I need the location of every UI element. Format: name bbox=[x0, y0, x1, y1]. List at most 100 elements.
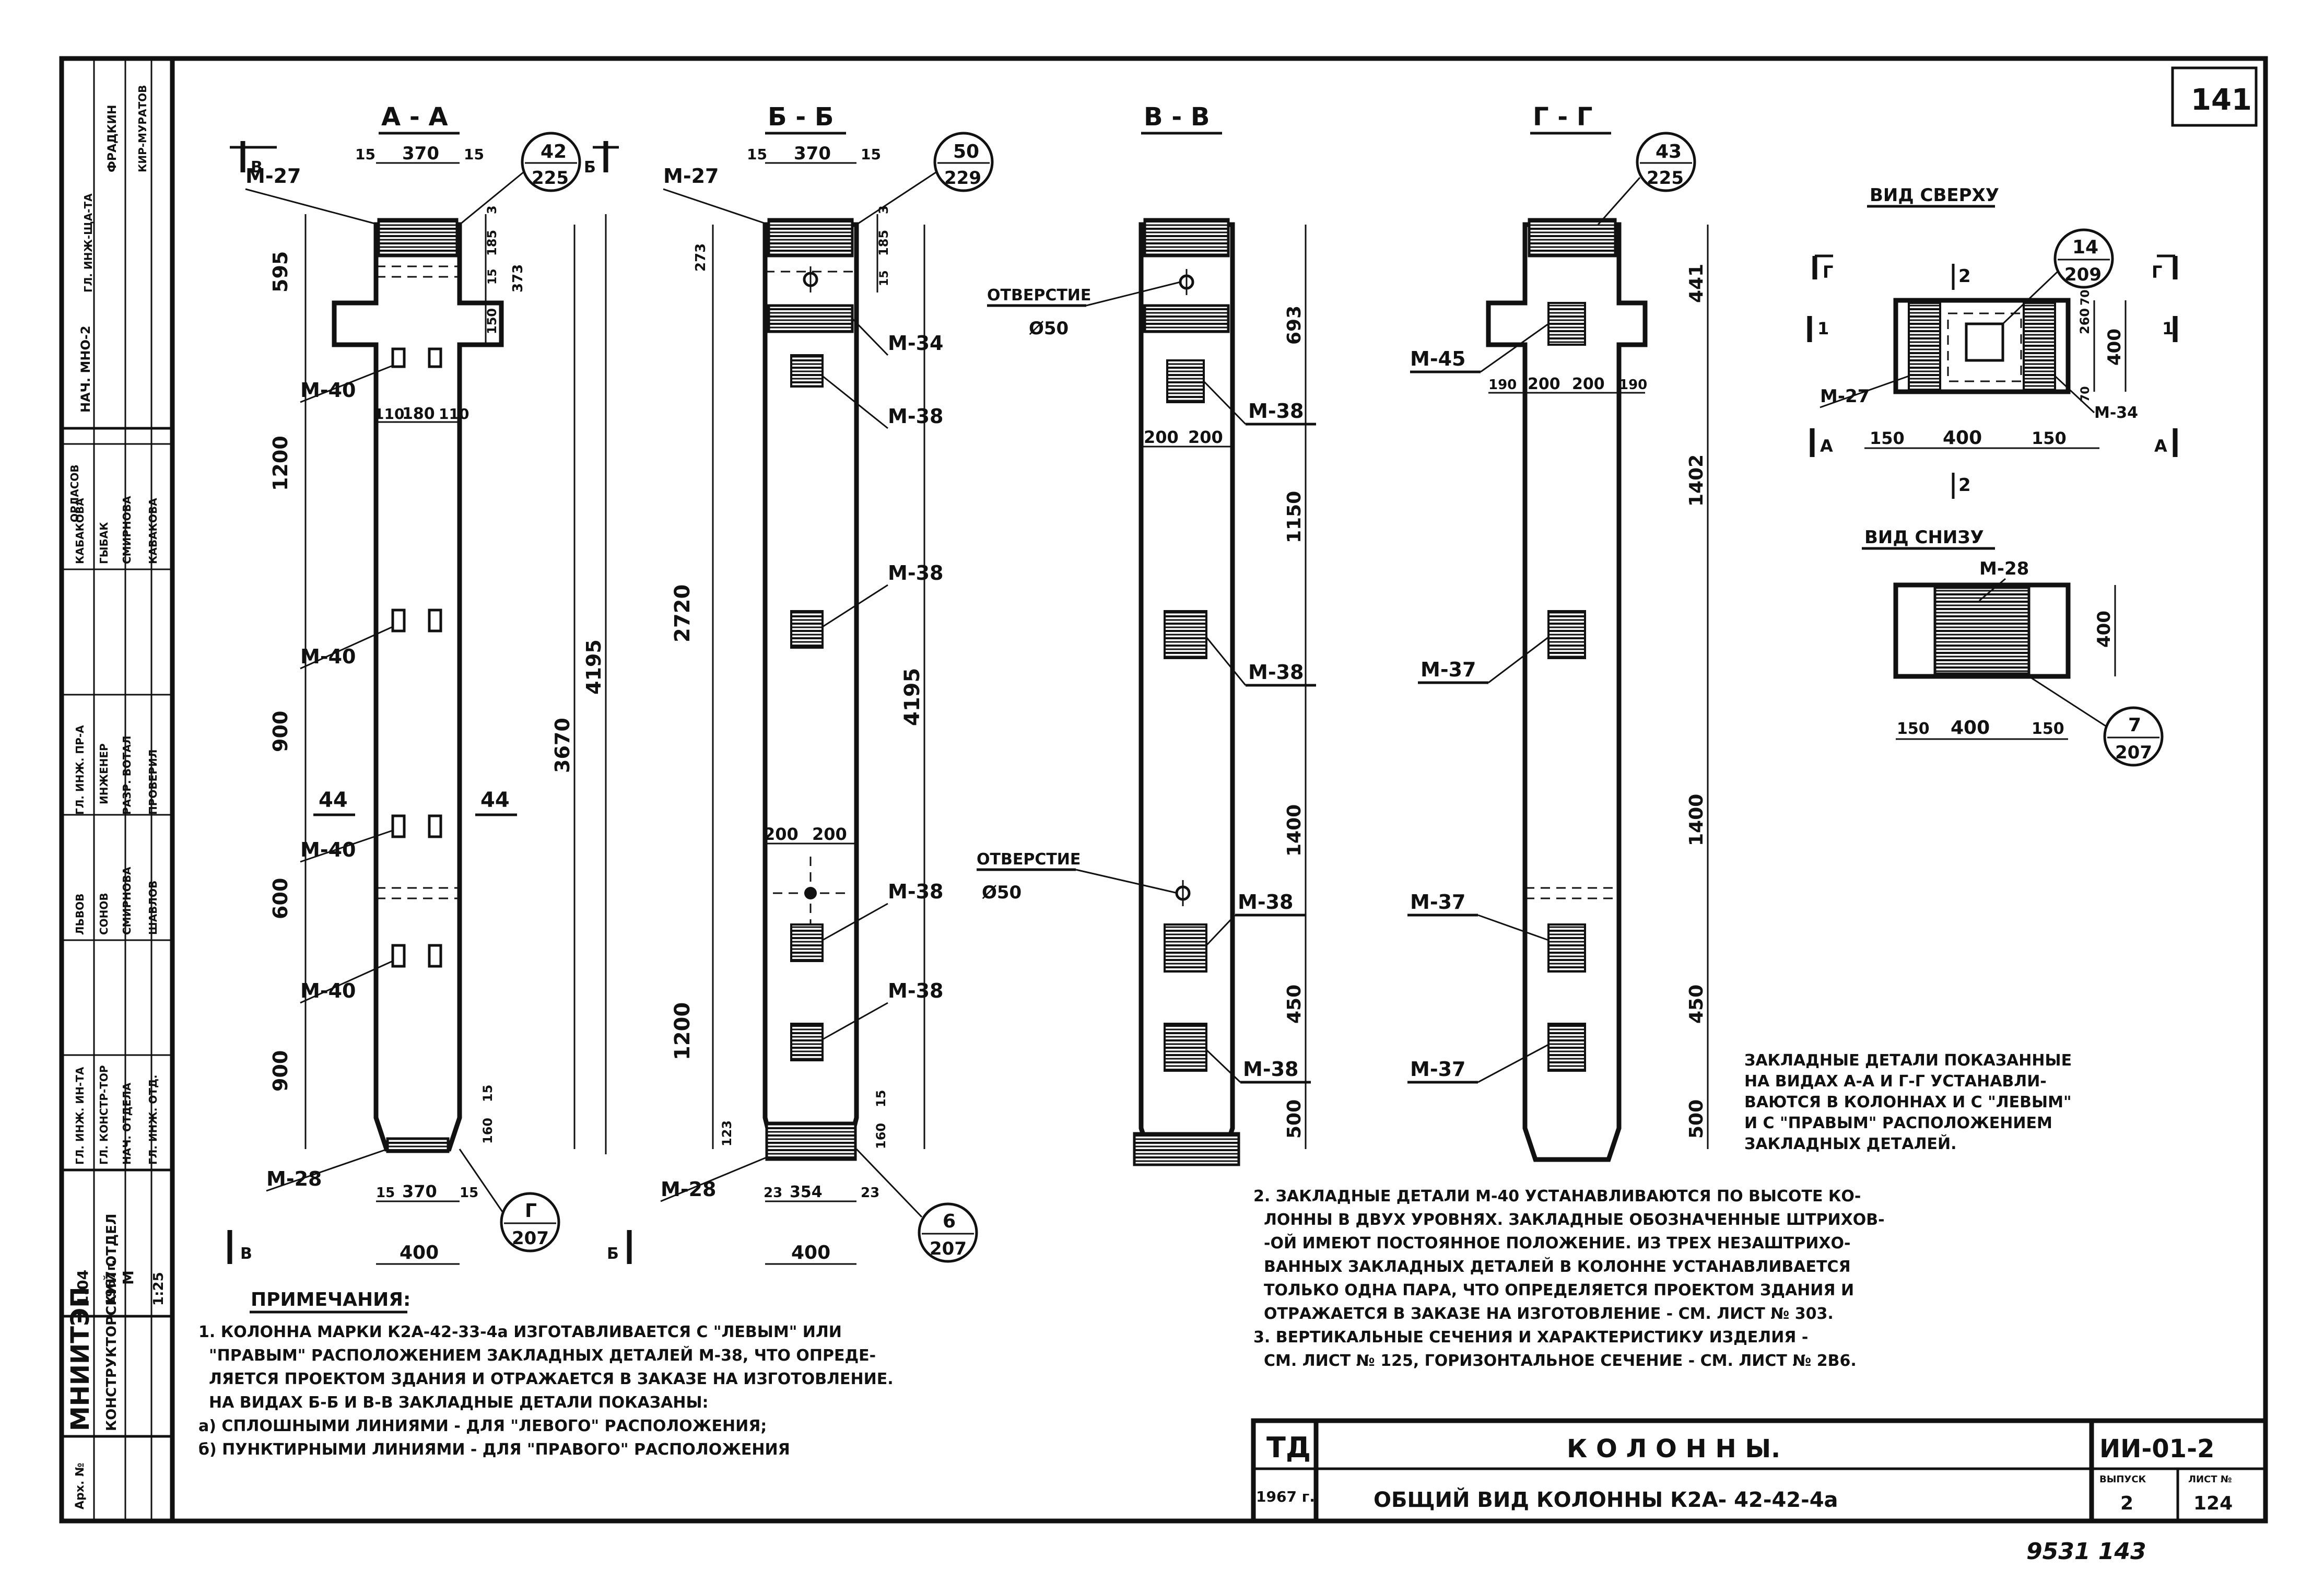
side-scale: 1:25 bbox=[151, 1272, 167, 1306]
side-role-1: НАЧ. МНО-2 bbox=[78, 325, 93, 413]
view-bottom-dim-v: 400 bbox=[2094, 611, 2115, 648]
view-top-cut-3: 1 bbox=[1817, 319, 1829, 338]
bb-dim-right-2: 3 bbox=[876, 205, 891, 214]
view-bottom-dim-h-3: 150 bbox=[2032, 720, 2064, 738]
side-sheet: Арх. № bbox=[74, 1463, 87, 1509]
gg-dim-width-4: 190 bbox=[1619, 377, 1647, 393]
view-top-dim-h-2: 400 bbox=[1943, 427, 1982, 449]
title-subtitle: ОБЩИЙ ВИД КОЛОННЫ К2А- 42-42-4а bbox=[1374, 1487, 1838, 1512]
side-scale-label: М bbox=[120, 1270, 137, 1285]
bb-dim-low-2: 15 bbox=[874, 1090, 888, 1107]
view-top-dim-v-1: 260 bbox=[2077, 308, 2092, 334]
title-list: 124 bbox=[2193, 1493, 2233, 1514]
gg-label-m37-3: М-37 bbox=[1410, 1058, 1465, 1081]
aa-dim-low-2: 15 bbox=[480, 1085, 495, 1102]
vv-dim-top-1: 200 bbox=[1144, 427, 1179, 447]
aa-dim-right-2: 3 bbox=[485, 205, 499, 214]
side-name-1: ФРАДКИН bbox=[106, 105, 119, 172]
side-stamp-block: МНИИТЭП КОНСТРУКТОРСКИЙ ОТДЕЛ 1.04 1967г… bbox=[60, 57, 174, 1523]
side-name-9: СМИРНОВА bbox=[121, 867, 133, 935]
view-top: ВИД СВЕРХУ Г Г 1 1 А А 2 2 14 209 260 70… bbox=[1807, 185, 2178, 499]
vv-hole1-dia: Ø50 bbox=[1029, 318, 1069, 339]
bb-dim-bottom-total: 400 bbox=[791, 1242, 830, 1263]
bb-dim-bottom-3: 23 bbox=[861, 1185, 879, 1201]
gg-dim-right-5: 500 bbox=[1686, 1099, 1707, 1139]
aa-dim-left-2: 1200 bbox=[269, 436, 292, 491]
section-aa-cut-left-bottom: В bbox=[240, 1245, 252, 1263]
note-b-line-1: 2. ЗАКЛАДНЫЕ ДЕТАЛИ М-40 УСТАНАВЛИВАЮТСЯ… bbox=[1253, 1187, 1861, 1205]
aa-dim-width-1: 110 bbox=[374, 405, 404, 423]
side-name-2: КИР-МУРАТОВ bbox=[136, 85, 149, 172]
aa-dim-right-1: 185 bbox=[485, 230, 499, 256]
side-role-6: ПРОВЕРИЛ bbox=[147, 750, 159, 815]
side-org: МНИИТЭП bbox=[66, 1287, 95, 1431]
section-aa: А - А В Б В Б 15 370 15 42 225 bbox=[227, 102, 632, 1265]
notes-title: ПРИМЕЧАНИЯ: bbox=[251, 1289, 410, 1310]
bb-dim-left-2: 2720 bbox=[671, 584, 695, 642]
side-role-8: ГЛ. КОНСТР-ТОР bbox=[98, 1065, 110, 1165]
note-left-line-6: б) ПУНКТИРНЫМИ ЛИНИЯМИ - ДЛЯ "ПРАВОГО" Р… bbox=[198, 1441, 790, 1459]
bb-dim-top-3: 15 bbox=[861, 146, 881, 163]
bb-label-m38-1: М-38 bbox=[888, 405, 943, 428]
note-left-line-3: ЛЯЕТСЯ ПРОЕКТОМ ЗДАНИЯ И ОТРАЖАЕТСЯ В ЗА… bbox=[209, 1370, 894, 1388]
side-role-2: ГЛ. ИНЖ-ЩА-ТА bbox=[82, 193, 95, 292]
section-aa-title: А - А bbox=[381, 102, 448, 132]
aa-label-m40-3: М-40 bbox=[300, 838, 356, 861]
side-role-3: ГЛ. ИНЖ. ПР-А bbox=[74, 725, 86, 815]
side-name-10: ШАВЛОВ bbox=[147, 881, 159, 935]
bb-dim-bottom-1: 23 bbox=[764, 1185, 782, 1201]
title-vypusk-label: ВЫПУСК bbox=[2099, 1474, 2146, 1485]
view-top-label-m34: М-34 bbox=[2094, 404, 2138, 422]
note-a-line-3: ВАЮТСЯ В КОЛОННАХ И С "ЛЕВЫМ" bbox=[1744, 1093, 2072, 1111]
gg-dim-right-1: 441 bbox=[1686, 264, 1707, 303]
bb-dim-bottom-2: 354 bbox=[790, 1183, 823, 1201]
aa-dim-top-2: 370 bbox=[402, 143, 439, 164]
view-top-cut-7: 2 bbox=[1958, 266, 1971, 287]
section-vv-title: В - В bbox=[1144, 102, 1210, 132]
vv-label-m38-2: М-38 bbox=[1248, 661, 1304, 684]
aa-dim-top-1: 15 bbox=[355, 146, 375, 163]
bb-ref-top-den: 229 bbox=[944, 168, 981, 189]
vv-dim-top-2: 200 bbox=[1188, 427, 1223, 447]
view-top-ref-den: 209 bbox=[2064, 264, 2102, 285]
view-top-cut-2: Г bbox=[2152, 262, 2162, 282]
note-a-line-2: НА ВИДАХ А-А И Г-Г УСТАНАВЛИ- bbox=[1744, 1072, 2047, 1091]
note-b-line-2: ЛОННЫ В ДВУХ УРОВНЯХ. ЗАКЛАДНЫЕ ОБОЗНАЧЕ… bbox=[1264, 1211, 1885, 1229]
aa-label-m27: М-27 bbox=[245, 165, 301, 188]
gg-ref-top-den: 225 bbox=[1647, 168, 1684, 189]
title-list-label: ЛИСТ № bbox=[2188, 1474, 2232, 1485]
side-code: 1.04 bbox=[74, 1270, 91, 1306]
vv-hole2-label: ОТВЕРСТИЕ bbox=[977, 850, 1081, 869]
bb-label-m38-4: М-38 bbox=[888, 979, 943, 1002]
view-bottom-title: ВИД СНИЗУ bbox=[1864, 527, 1984, 548]
side-name-8: ЛЬВОВ bbox=[74, 894, 86, 935]
vv-hole2-dia: Ø50 bbox=[982, 882, 1022, 903]
view-bottom-ref-den: 207 bbox=[2115, 742, 2152, 763]
bb-dim-mid-1: 200 bbox=[764, 824, 799, 844]
aa-section-mark-left: 44 bbox=[319, 788, 348, 812]
aa-dim-top-3: 15 bbox=[464, 146, 484, 163]
title-name: К О Л О Н Н Ы. bbox=[1567, 1434, 1780, 1464]
aa-ref-bottom-den: 207 bbox=[512, 1228, 549, 1249]
view-top-cut-1: Г bbox=[1823, 262, 1833, 282]
side-role-9: НАЧ. ОТДЕЛА bbox=[121, 1082, 133, 1165]
aa-dim-width-3: 110 bbox=[439, 405, 469, 423]
view-bottom-dim-h-1: 150 bbox=[1897, 720, 1930, 738]
title-code: ИИ-01-2 bbox=[2099, 1434, 2214, 1464]
gg-label-m37-2: М-37 bbox=[1410, 891, 1465, 914]
side-role-4: ИНЖЕНЕР bbox=[98, 743, 110, 804]
vv-dim-right-3: 1400 bbox=[1284, 804, 1305, 857]
aa-label-m28: М-28 bbox=[266, 1167, 322, 1190]
bb-dim-mid-2: 200 bbox=[812, 824, 847, 844]
aa-dim-left-5: 900 bbox=[269, 1050, 292, 1092]
bb-label-m38-3: М-38 bbox=[888, 880, 943, 903]
aa-dim-total-1: 3670 bbox=[551, 718, 574, 773]
vv-dim-right-2: 1150 bbox=[1284, 491, 1305, 543]
notes-right-b: 2. ЗАКЛАДНЫЕ ДЕТАЛИ М-40 УСТАНАВЛИВАЮТСЯ… bbox=[1253, 1187, 1885, 1370]
note-left-line-5: а) СПЛОШНЫМИ ЛИНИЯМИ - ДЛЯ "ЛЕВОГО" РАСП… bbox=[198, 1417, 767, 1435]
note-left-line-2: "ПРАВЫМ" РАСПОЛОЖЕНИЕМ ЗАКЛАДНЫХ ДЕТАЛЕЙ… bbox=[209, 1346, 876, 1365]
bottom-stamp: 9531 143 bbox=[2026, 1538, 2146, 1565]
gg-dim-width-2: 200 bbox=[1528, 375, 1560, 393]
side-dept: КОНСТРУКТОРСКИЙ ОТДЕЛ bbox=[103, 1214, 120, 1431]
gg-dim-right-4: 450 bbox=[1686, 985, 1707, 1024]
